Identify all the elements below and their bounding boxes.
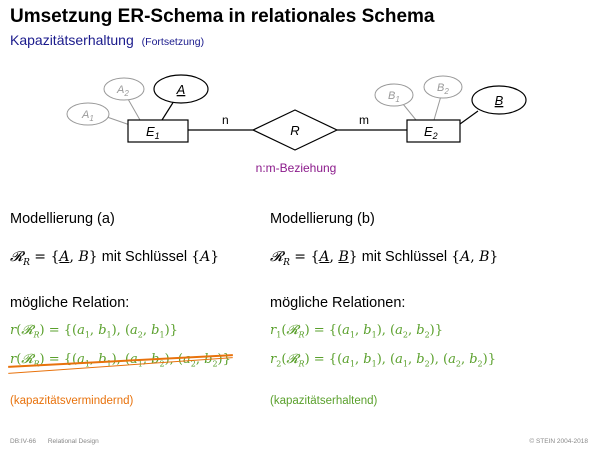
slide-title: Umsetzung ER-Schema in relationales Sche… — [10, 6, 435, 27]
relationship-r-diamond — [251, 109, 339, 151]
er-diagram: E1 E2 R n m A1 A2 A B1 B2 B n:m-Beziehun… — [66, 74, 527, 175]
footer-left: DB:IV-66 Relational Design — [10, 438, 109, 445]
attr-b1-ellipse — [374, 83, 414, 107]
struck-relation: r(𝓡R) = {(a1, b1), (a1, b2), (a2, b2)} — [8, 352, 233, 374]
attr-b-key-ellipse — [471, 85, 527, 115]
col-b-note: (kapazitätserhaltend) — [270, 395, 378, 407]
col-a-relation-heading: mögliche Relation: — [10, 295, 130, 311]
col-b-relation-heading: mögliche Relationen: — [270, 295, 406, 311]
footer-slide-id: DB:IV-66 — [10, 438, 37, 445]
col-b-relation-1: r1(𝓡R) = {(a1, b1), (a2, b2)} — [270, 323, 444, 340]
attr-a-key-ellipse — [153, 74, 209, 104]
attr-a-key-label: A — [176, 82, 186, 97]
col-a-schema: 𝓡R = {A, B} mit Schlüssel {A} — [10, 249, 219, 268]
attr-b1-label: B1 — [388, 90, 400, 104]
diagram-caption: n:m-Beziehung — [256, 161, 337, 175]
attr-a1-label: A1 — [81, 109, 94, 123]
footer-copyright: © STEIN 2004-2018 — [529, 438, 588, 445]
slide-subtitle: Kapazitätserhaltung (Fortsetzung) — [10, 32, 204, 48]
col-a-key-text: mit Schlüssel — [101, 249, 188, 265]
relationship-r-label: R — [290, 123, 299, 138]
attr-b2-label: B2 — [437, 82, 449, 96]
attr-a2-label: A2 — [116, 84, 129, 98]
col-a-schema-math: 𝓡R = {A, B} — [10, 249, 98, 268]
subtitle-note: (Fortsetzung) — [141, 36, 205, 48]
col-b-relation-2: r2(𝓡R) = {(a1, b1), (a1, b2), (a2, b2)} — [270, 352, 496, 369]
col-a-relation-1: r(𝓡R) = {(a1, b1), (a2, b1)} — [10, 323, 178, 340]
entity-e1-box — [127, 119, 189, 143]
footer-topic: Relational Design — [47, 438, 99, 445]
attr-a1-ellipse — [66, 102, 110, 126]
col-b-key-text: mit Schlüssel — [361, 249, 448, 265]
cardinality-m: m — [359, 113, 369, 127]
col-b-key-math: {A, B} — [451, 249, 499, 265]
col-a-key-math: {A} — [191, 249, 220, 265]
entity-e1-label: E1 — [146, 124, 160, 141]
attr-b-key-label: B — [495, 93, 504, 108]
attr-a2-ellipse — [103, 77, 145, 101]
col-a-note: (kapazitätsvermindernd) — [10, 395, 134, 407]
col-a-heading: Modellierung (a) — [10, 211, 115, 227]
entity-e2-box — [406, 119, 461, 143]
col-a-relation-2-struck: r(𝓡R) = {(a1, b1), (a1, b2), (a2, b2)} — [8, 352, 233, 374]
col-b-schema-math: 𝓡R = {A, B} — [270, 249, 358, 268]
entity-e2-label: E2 — [424, 124, 438, 141]
cardinality-n: n — [222, 113, 229, 127]
attr-b2-ellipse — [423, 75, 463, 99]
subtitle-text: Kapazitätserhaltung — [10, 32, 134, 48]
col-b-heading: Modellierung (b) — [270, 211, 375, 227]
col-b-schema: 𝓡R = {A, B} mit Schlüssel {A, B} — [270, 249, 498, 268]
